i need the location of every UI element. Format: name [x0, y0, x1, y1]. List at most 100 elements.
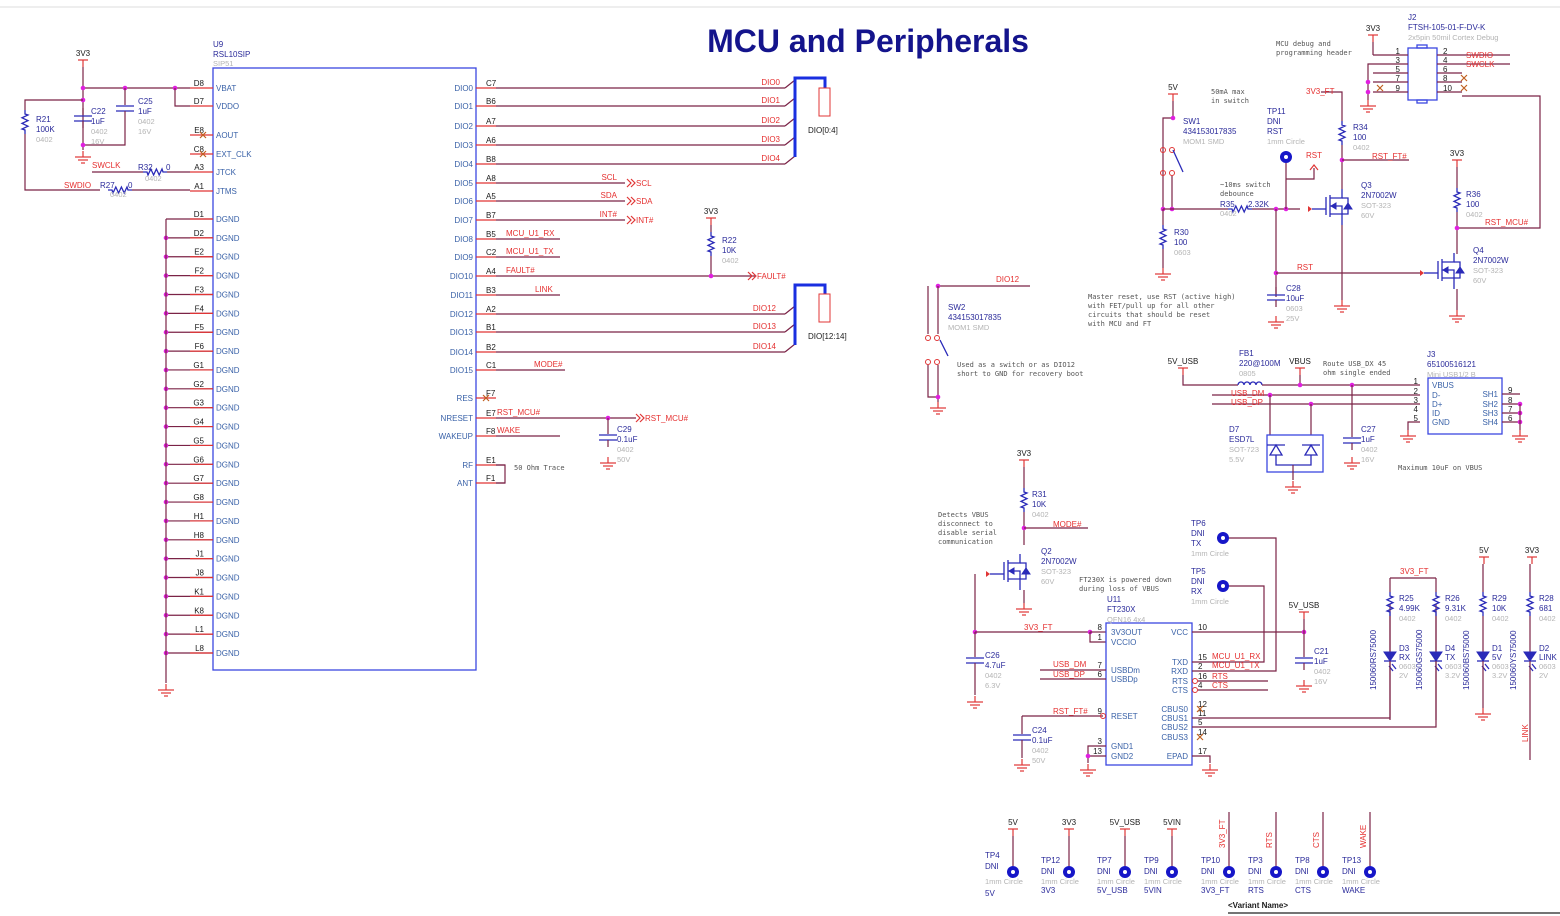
component-footprint: 0402: [91, 127, 108, 136]
test-point-ref: TP8: [1295, 856, 1310, 865]
junction-dot: [1170, 115, 1176, 121]
tvs-diode-icon: [1303, 443, 1319, 456]
component-value: 100: [1353, 133, 1367, 142]
component-footprint: 0402: [617, 445, 634, 454]
gate-arrow: [1308, 206, 1312, 212]
test-point-label: RTS: [1248, 886, 1264, 895]
wire: [1089, 632, 1106, 643]
test-point-ref: TP9: [1144, 856, 1159, 865]
led-icon: [1476, 651, 1490, 662]
switch-contact: [1160, 170, 1166, 176]
j2-body: [1407, 47, 1438, 101]
net-label: DIO4: [761, 154, 780, 163]
ground-icon: [1268, 316, 1284, 329]
component-ref: Q3: [1361, 181, 1372, 190]
ground-icon: [1014, 759, 1030, 772]
pin-number: F7: [486, 389, 496, 398]
wire: [24, 134, 100, 191]
net-label: FAULT#: [506, 266, 535, 275]
pin-number: J1: [196, 550, 205, 559]
test-point-footprint: 1mm Circle: [1201, 877, 1239, 886]
component-net: RST: [1267, 127, 1283, 136]
pin-number: 4: [1443, 56, 1448, 65]
test-point-value: DNI: [1097, 867, 1111, 876]
led-emission-icon: [1391, 663, 1397, 670]
pin-name: DIO15: [450, 366, 474, 375]
diode-lead: [1020, 562, 1027, 580]
component-ref: R28: [1539, 594, 1554, 603]
test-point-value: DNI: [1201, 867, 1215, 876]
component-ref: R22: [722, 236, 737, 245]
test-point-ref: TP7: [1097, 856, 1112, 865]
offpage-arrow-icon: [626, 215, 632, 225]
pin-name: DGND: [216, 290, 240, 299]
component-value: 0: [166, 163, 171, 172]
test-point-ref: TP3: [1248, 856, 1263, 865]
component-footprint: MOM1 SMD: [1183, 137, 1225, 146]
power-label: VBUS: [1289, 357, 1311, 366]
test-point-net: WAKE: [1359, 825, 1368, 848]
pin-name: DGND: [216, 630, 240, 639]
tvs-diode-icon: [1268, 443, 1284, 456]
pin-name: EXT_CLK: [216, 150, 252, 159]
pin-name: CBUS2: [1161, 723, 1188, 732]
led-ref: D2: [1539, 644, 1550, 653]
pin-number: A2: [486, 305, 496, 314]
pin-name: CTS: [1172, 686, 1188, 695]
pin-name: WAKEUP: [439, 432, 473, 441]
pin-number: D8: [194, 79, 205, 88]
component-footprint: 0603: [1399, 662, 1416, 671]
net-label: DIO12: [996, 275, 1020, 284]
wire: [496, 464, 506, 484]
component-ref: J3: [1427, 350, 1436, 359]
component-ref: SW2: [948, 303, 966, 312]
net-label: DIO14: [753, 342, 777, 351]
led-part-number: 150060GS75000: [1415, 629, 1424, 690]
power-label: 5VIN: [1163, 818, 1181, 827]
component-ref: R30: [1174, 228, 1189, 237]
led-emission-icon: [1531, 663, 1537, 670]
test-point-footprint: 1mm Circle: [1041, 877, 1079, 886]
power-label: 3V3: [1062, 818, 1077, 827]
net-label: RST: [1306, 151, 1322, 160]
wire: [1407, 421, 1420, 430]
component-ref: C21: [1314, 647, 1329, 656]
junction-dot: [708, 273, 714, 279]
component-footprint: 0603: [1492, 662, 1509, 671]
wire: [1192, 585, 1265, 663]
test-point-net: CTS: [1312, 832, 1321, 848]
pin-number: 7: [1508, 405, 1513, 414]
pin-name: GND2: [1111, 752, 1134, 761]
power-label: 5V_USB: [1289, 601, 1320, 610]
component-value: 10K: [1032, 500, 1047, 509]
test-point-value: DNI: [1248, 867, 1262, 876]
j2-key: [1416, 44, 1428, 49]
pin-number: 3: [1396, 56, 1401, 65]
pin-number: 1: [1414, 377, 1419, 386]
junction-dot: [1365, 89, 1371, 95]
component-rating: 16V: [1361, 455, 1374, 464]
junction-dot: [80, 142, 86, 148]
annotation-note: Detects VBUS: [938, 511, 989, 519]
power-label: 3V3: [1366, 24, 1381, 33]
pin-number: 9: [1396, 84, 1401, 93]
pin-number: F8: [486, 427, 496, 436]
led-part-number: 150060RS75000: [1369, 629, 1378, 690]
power-label: 3V3: [1017, 449, 1032, 458]
net-label: RST_FT#: [1372, 152, 1407, 161]
annotation-note: 50 Ohm Trace: [514, 464, 565, 472]
switch-contact: [1160, 147, 1166, 153]
component-footprint: 1mm Circle: [1191, 597, 1229, 606]
test-point-hole: [1067, 870, 1071, 874]
component-footprint: 0402: [145, 174, 162, 183]
component-value: 2N7002W: [1041, 557, 1077, 566]
pin-name: DGND: [216, 253, 240, 262]
net-label: SCL: [601, 173, 617, 182]
pin-number: H1: [194, 512, 205, 521]
pin-number: 10: [1443, 84, 1452, 93]
pin-name: 3V3OUT: [1111, 628, 1142, 637]
component-value: 0: [128, 181, 133, 190]
led-ref: D1: [1492, 644, 1503, 653]
pin-name: ANT: [457, 479, 473, 488]
pin-number: 3: [1098, 737, 1103, 746]
